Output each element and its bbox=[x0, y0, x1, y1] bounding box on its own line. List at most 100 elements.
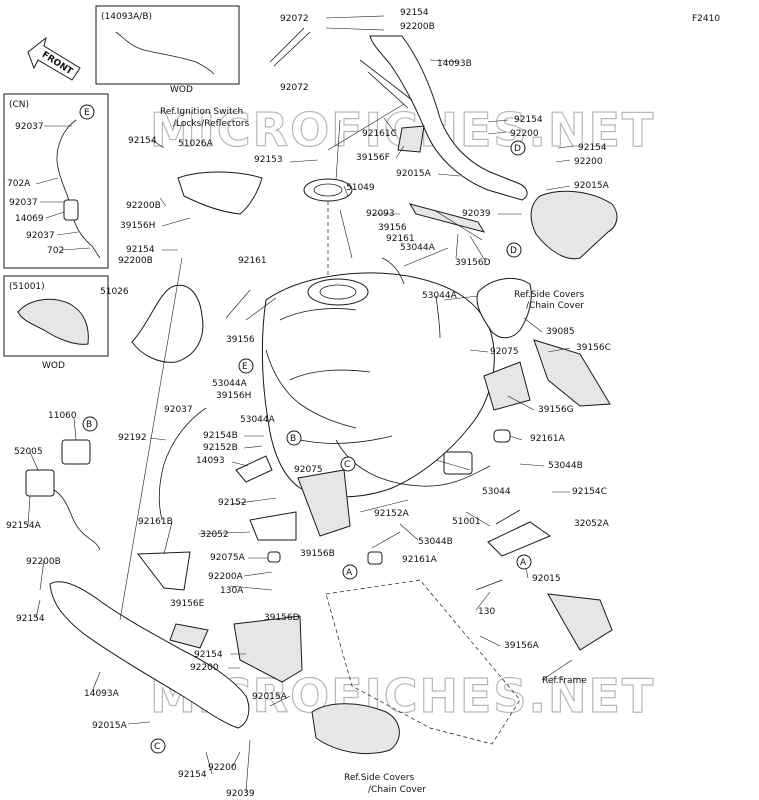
label-92072b: 92072 bbox=[280, 83, 309, 93]
inset-wod-left-label: (51001) bbox=[9, 282, 45, 292]
grommet-92161a2 bbox=[367, 551, 383, 565]
figure-code: F2410 bbox=[692, 14, 720, 24]
label-92152b: 92152B bbox=[203, 443, 238, 453]
label-39156b2: 39156 bbox=[226, 335, 255, 345]
label-14093b: 14093B bbox=[437, 59, 472, 69]
callout-e-cn: E bbox=[84, 108, 90, 118]
label-92200b3: 92200B bbox=[118, 256, 153, 266]
label-14093: 14093 bbox=[196, 456, 225, 466]
label-92154d: 92154 bbox=[128, 136, 157, 146]
label-cn-92037a: 92037 bbox=[15, 122, 44, 132]
frame-bracket bbox=[547, 593, 613, 651]
connector-51001 bbox=[443, 451, 473, 475]
callout-d1: D bbox=[514, 144, 521, 154]
callout-c2: C bbox=[154, 742, 160, 752]
callout-a1: A bbox=[346, 568, 353, 578]
tank-cover-14093b bbox=[359, 35, 528, 201]
label-92154e: 92154 bbox=[126, 245, 155, 255]
label-53044: 53044 bbox=[482, 487, 511, 497]
label-39156g: 39156G bbox=[538, 405, 574, 415]
inner-cover-51026 bbox=[131, 171, 263, 363]
label-39156d2: 39156D bbox=[264, 613, 300, 623]
fuel-cap bbox=[303, 178, 353, 278]
label-14093a: 14093A bbox=[84, 689, 120, 699]
rod-92072a bbox=[269, 27, 311, 67]
hose-92192 bbox=[158, 407, 207, 521]
label-39156f: 39156F bbox=[356, 153, 390, 163]
label-51001: 51001 bbox=[452, 517, 481, 527]
label-32052: 32052 bbox=[200, 530, 229, 540]
label-39156b: 39156B bbox=[300, 549, 335, 559]
inset-wod-top: (14093A/B) WOD bbox=[95, 5, 240, 95]
callout-c1: C bbox=[344, 460, 350, 470]
label-51026a: 51026A bbox=[178, 139, 214, 149]
label-39156e: 39156E bbox=[170, 599, 205, 609]
pad-39156c bbox=[533, 339, 611, 407]
pad-39156b bbox=[297, 469, 351, 537]
label-92015a3: 92015A bbox=[252, 692, 288, 702]
label-92152a: 92152A bbox=[374, 509, 410, 519]
ref-ignition-line1: Ref.Ignition Switch bbox=[160, 107, 243, 117]
label-92153: 92153 bbox=[254, 155, 283, 165]
label-53044b: 53044B bbox=[548, 461, 583, 471]
callout-b2: B bbox=[290, 434, 296, 444]
label-53044a1: 53044A bbox=[400, 243, 436, 253]
pad-39085 bbox=[476, 277, 532, 339]
label-92152: 92152 bbox=[218, 498, 247, 508]
label-92015a2: 92015A bbox=[396, 169, 432, 179]
lower-cover bbox=[311, 703, 400, 755]
grommet-92161a bbox=[493, 429, 511, 443]
label-32052a: 32052A bbox=[574, 519, 610, 529]
label-92200e: 92200 bbox=[208, 763, 237, 773]
pad-39156f bbox=[397, 125, 425, 153]
undertank-mat bbox=[325, 579, 521, 745]
label-51026: 51026 bbox=[100, 287, 129, 297]
label-53044b2: 53044B bbox=[418, 537, 453, 547]
callout-d2: D bbox=[510, 246, 517, 256]
rod-53044a2 bbox=[435, 295, 441, 339]
label-53044a3: 53044A bbox=[212, 379, 248, 389]
right-side-cover bbox=[530, 190, 618, 260]
label-92200b4: 92200B bbox=[26, 557, 61, 567]
label-92154a2: 92154A bbox=[6, 521, 42, 531]
hose-53044a bbox=[265, 349, 357, 429]
bracket-92161b bbox=[137, 551, 191, 591]
label-130a: 130A bbox=[220, 586, 244, 596]
label-92200b2: 92200B bbox=[126, 201, 161, 211]
label-cn-92037b: 92037 bbox=[9, 198, 38, 208]
label-92161a2: 92161A bbox=[402, 555, 438, 565]
inset-wod-top-label: (14093A/B) bbox=[101, 12, 152, 22]
label-92200a2: 92200A bbox=[208, 572, 244, 582]
label-92161c: 92161C bbox=[362, 129, 397, 139]
label-92161b: 92161B bbox=[138, 517, 173, 527]
label-92161b2: 92161 bbox=[238, 256, 267, 266]
rod-130 bbox=[475, 579, 503, 591]
label-92075a: 92075A bbox=[210, 553, 246, 563]
label-92192: 92192 bbox=[118, 433, 147, 443]
grommet-92075a bbox=[267, 551, 281, 563]
label-cn-14069: 14069 bbox=[15, 214, 44, 224]
inset-cn: (CN) E bbox=[3, 93, 109, 269]
label-53044a2: 53044A bbox=[422, 291, 458, 301]
label-92200a: 92200 bbox=[510, 129, 539, 139]
label-92015a4: 92015A bbox=[92, 721, 128, 731]
callout-e1: E bbox=[242, 362, 248, 372]
front-arrow: FRONT bbox=[27, 36, 81, 81]
label-51049: 51049 bbox=[346, 183, 375, 193]
rod-53044a bbox=[381, 257, 405, 285]
label-39156a: 39156A bbox=[504, 641, 540, 651]
sensor-52005 bbox=[25, 469, 55, 497]
label-92072a: 92072 bbox=[280, 14, 309, 24]
label-130: 130 bbox=[478, 607, 495, 617]
label-53044a4: 53044A bbox=[240, 415, 276, 425]
label-92037: 92037 bbox=[164, 405, 193, 415]
label-39156: 39156 bbox=[378, 223, 407, 233]
label-92075: 92075 bbox=[490, 347, 519, 357]
label-92154b: 92154 bbox=[514, 115, 543, 125]
label-92154h: 92154 bbox=[178, 770, 207, 780]
label-39156h2: 39156H bbox=[216, 391, 251, 401]
label-92200b: 92200B bbox=[400, 22, 435, 32]
label-92154b2: 92154B bbox=[203, 431, 238, 441]
label-92154f: 92154 bbox=[16, 614, 45, 624]
